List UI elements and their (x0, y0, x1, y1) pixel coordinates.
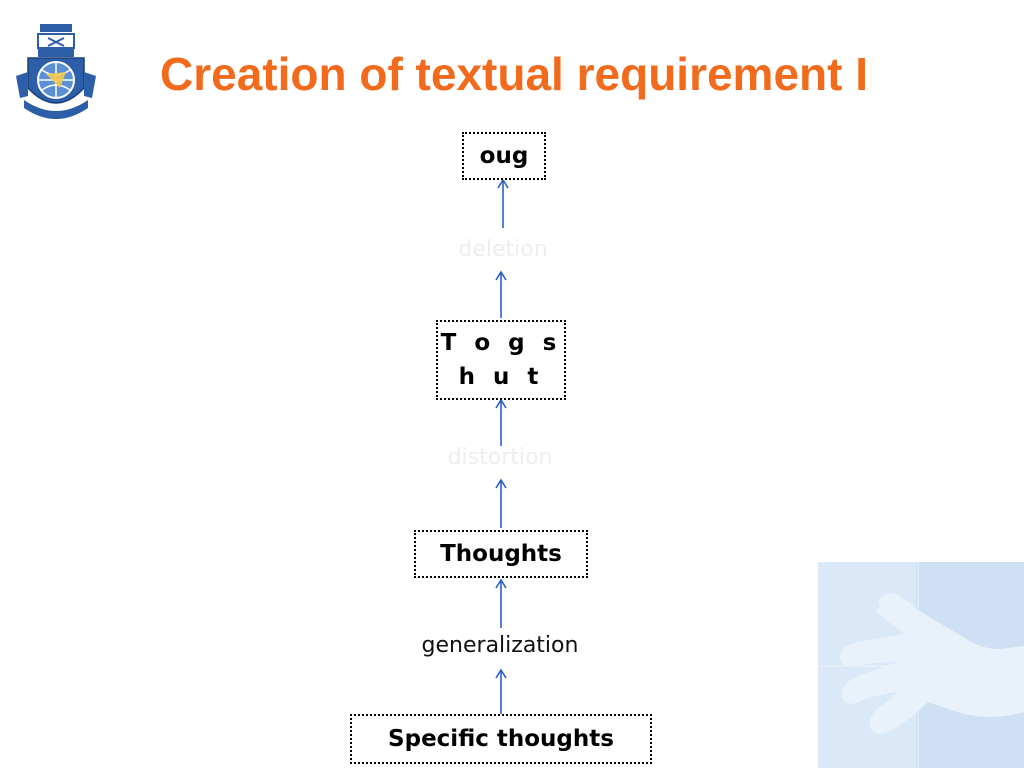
arrow-up-icon (495, 478, 507, 528)
label-distortion: distortion (447, 445, 553, 470)
hand-illustration (818, 562, 1024, 768)
label-generalization: generalization (421, 633, 579, 658)
box-specific-thoughts: Specific thoughts (350, 714, 652, 764)
box-oug: oug (462, 132, 546, 180)
arrow-up-icon (495, 578, 507, 628)
arrow-up-icon (495, 398, 507, 446)
box-togs-line2: h u t (458, 364, 544, 390)
box-specific-thoughts-label: Specific thoughts (388, 726, 614, 752)
slide-title: Creation of textual requirement I (160, 48, 869, 100)
box-togs-line1: T o g s (440, 330, 562, 356)
box-thoughts: Thoughts (414, 530, 588, 578)
arrow-up-icon (495, 668, 507, 714)
label-deletion: deletion (458, 237, 548, 262)
university-crest-logo (16, 24, 96, 119)
box-togs-hut: T o g s h u t (436, 320, 566, 400)
arrow-up-icon (497, 178, 509, 228)
box-oug-label: oug (479, 143, 529, 169)
arrow-up-icon (495, 270, 507, 318)
box-thoughts-label: Thoughts (440, 541, 562, 567)
